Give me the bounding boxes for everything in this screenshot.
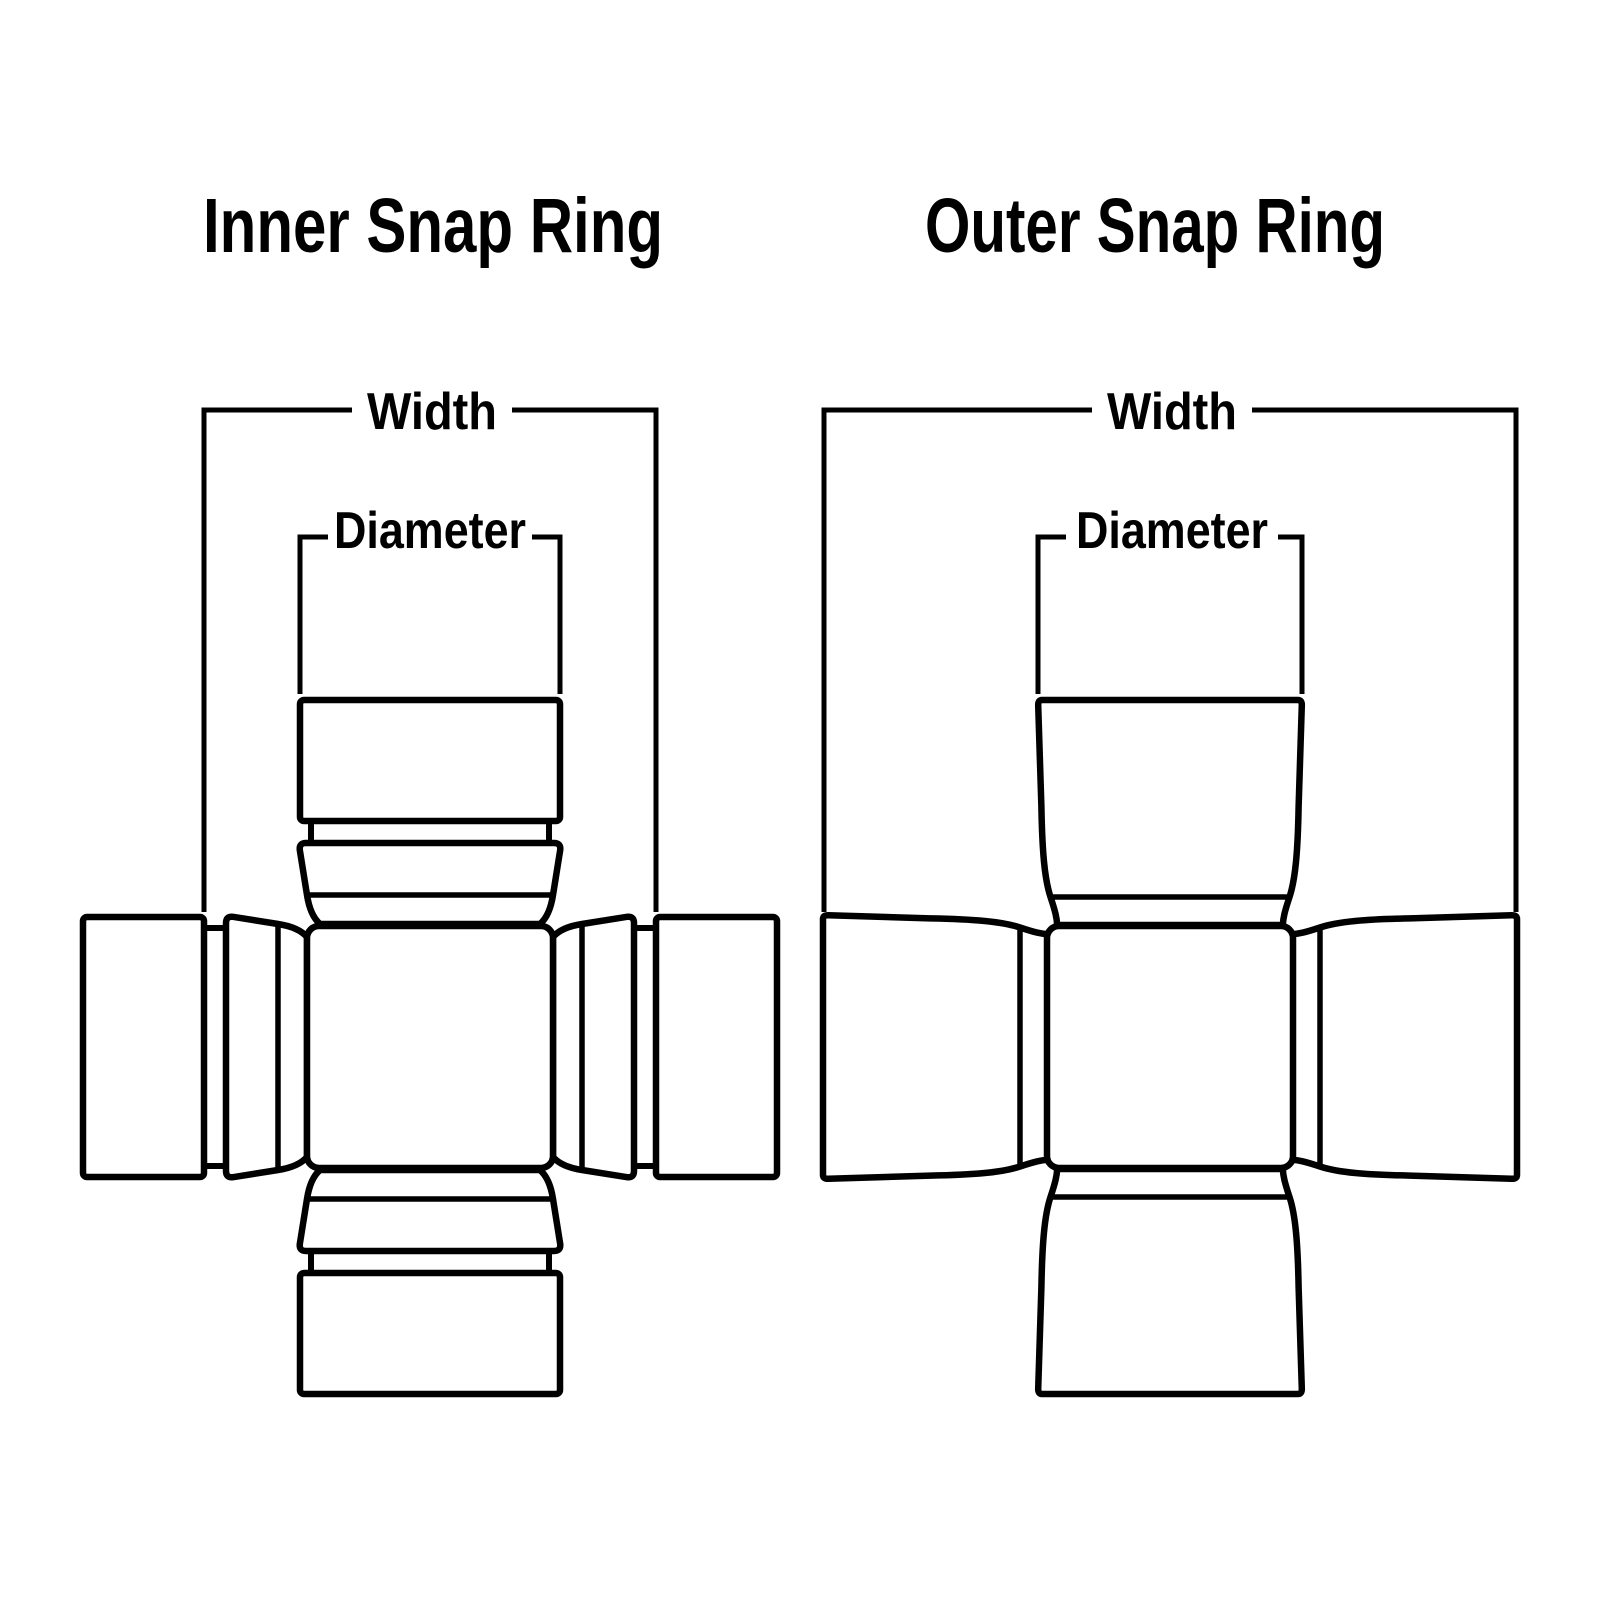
inner-diameter-dimension: Diameter xyxy=(297,502,563,694)
inner-ujoint-cross xyxy=(83,700,777,1394)
outer-diameter-dimension: Diameter xyxy=(1035,502,1305,694)
outer-right-bearing-cup xyxy=(1292,915,1517,1179)
width-bracket-left-line xyxy=(821,407,1092,912)
width-bracket-right-line xyxy=(1252,407,1519,912)
inner-diagram-title: Inner Snap Ring xyxy=(203,183,663,269)
diameter-bracket-right-line xyxy=(1278,534,1305,694)
inner-left-bearing-cup xyxy=(83,917,307,1178)
inner-width-label: Width xyxy=(367,383,497,441)
diameter-bracket-left-line xyxy=(1035,534,1066,694)
outer-cross-body xyxy=(1043,922,1297,1172)
outer-ujoint-cross xyxy=(823,700,1517,1394)
outer-diameter-label: Diameter xyxy=(1076,502,1268,560)
outer-bottom-bearing-cup xyxy=(1038,1169,1302,1394)
inner-bottom-bearing-cup xyxy=(300,1170,561,1394)
outer-snap-ring-diagram: Outer Snap Ring Width Diameter xyxy=(823,183,1517,1394)
inner-diameter-label: Diameter xyxy=(334,502,526,560)
inner-top-bearing-cup xyxy=(300,700,561,924)
inner-cross-body xyxy=(303,922,557,1172)
outer-diagram-title: Outer Snap Ring xyxy=(925,183,1385,269)
outer-width-label: Width xyxy=(1107,383,1237,441)
diameter-bracket-right-line xyxy=(532,534,563,694)
outer-width-dimension: Width xyxy=(821,383,1519,912)
width-bracket-right-line xyxy=(512,407,659,912)
inner-right-bearing-cup xyxy=(553,917,777,1178)
outer-top-bearing-cup xyxy=(1038,700,1302,925)
inner-width-dimension: Width xyxy=(201,383,659,912)
width-bracket-left-line xyxy=(201,407,352,912)
outer-left-bearing-cup xyxy=(823,915,1048,1179)
inner-snap-ring-diagram: Inner Snap Ring Width Diameter xyxy=(83,183,777,1394)
diameter-bracket-left-line xyxy=(297,534,328,694)
